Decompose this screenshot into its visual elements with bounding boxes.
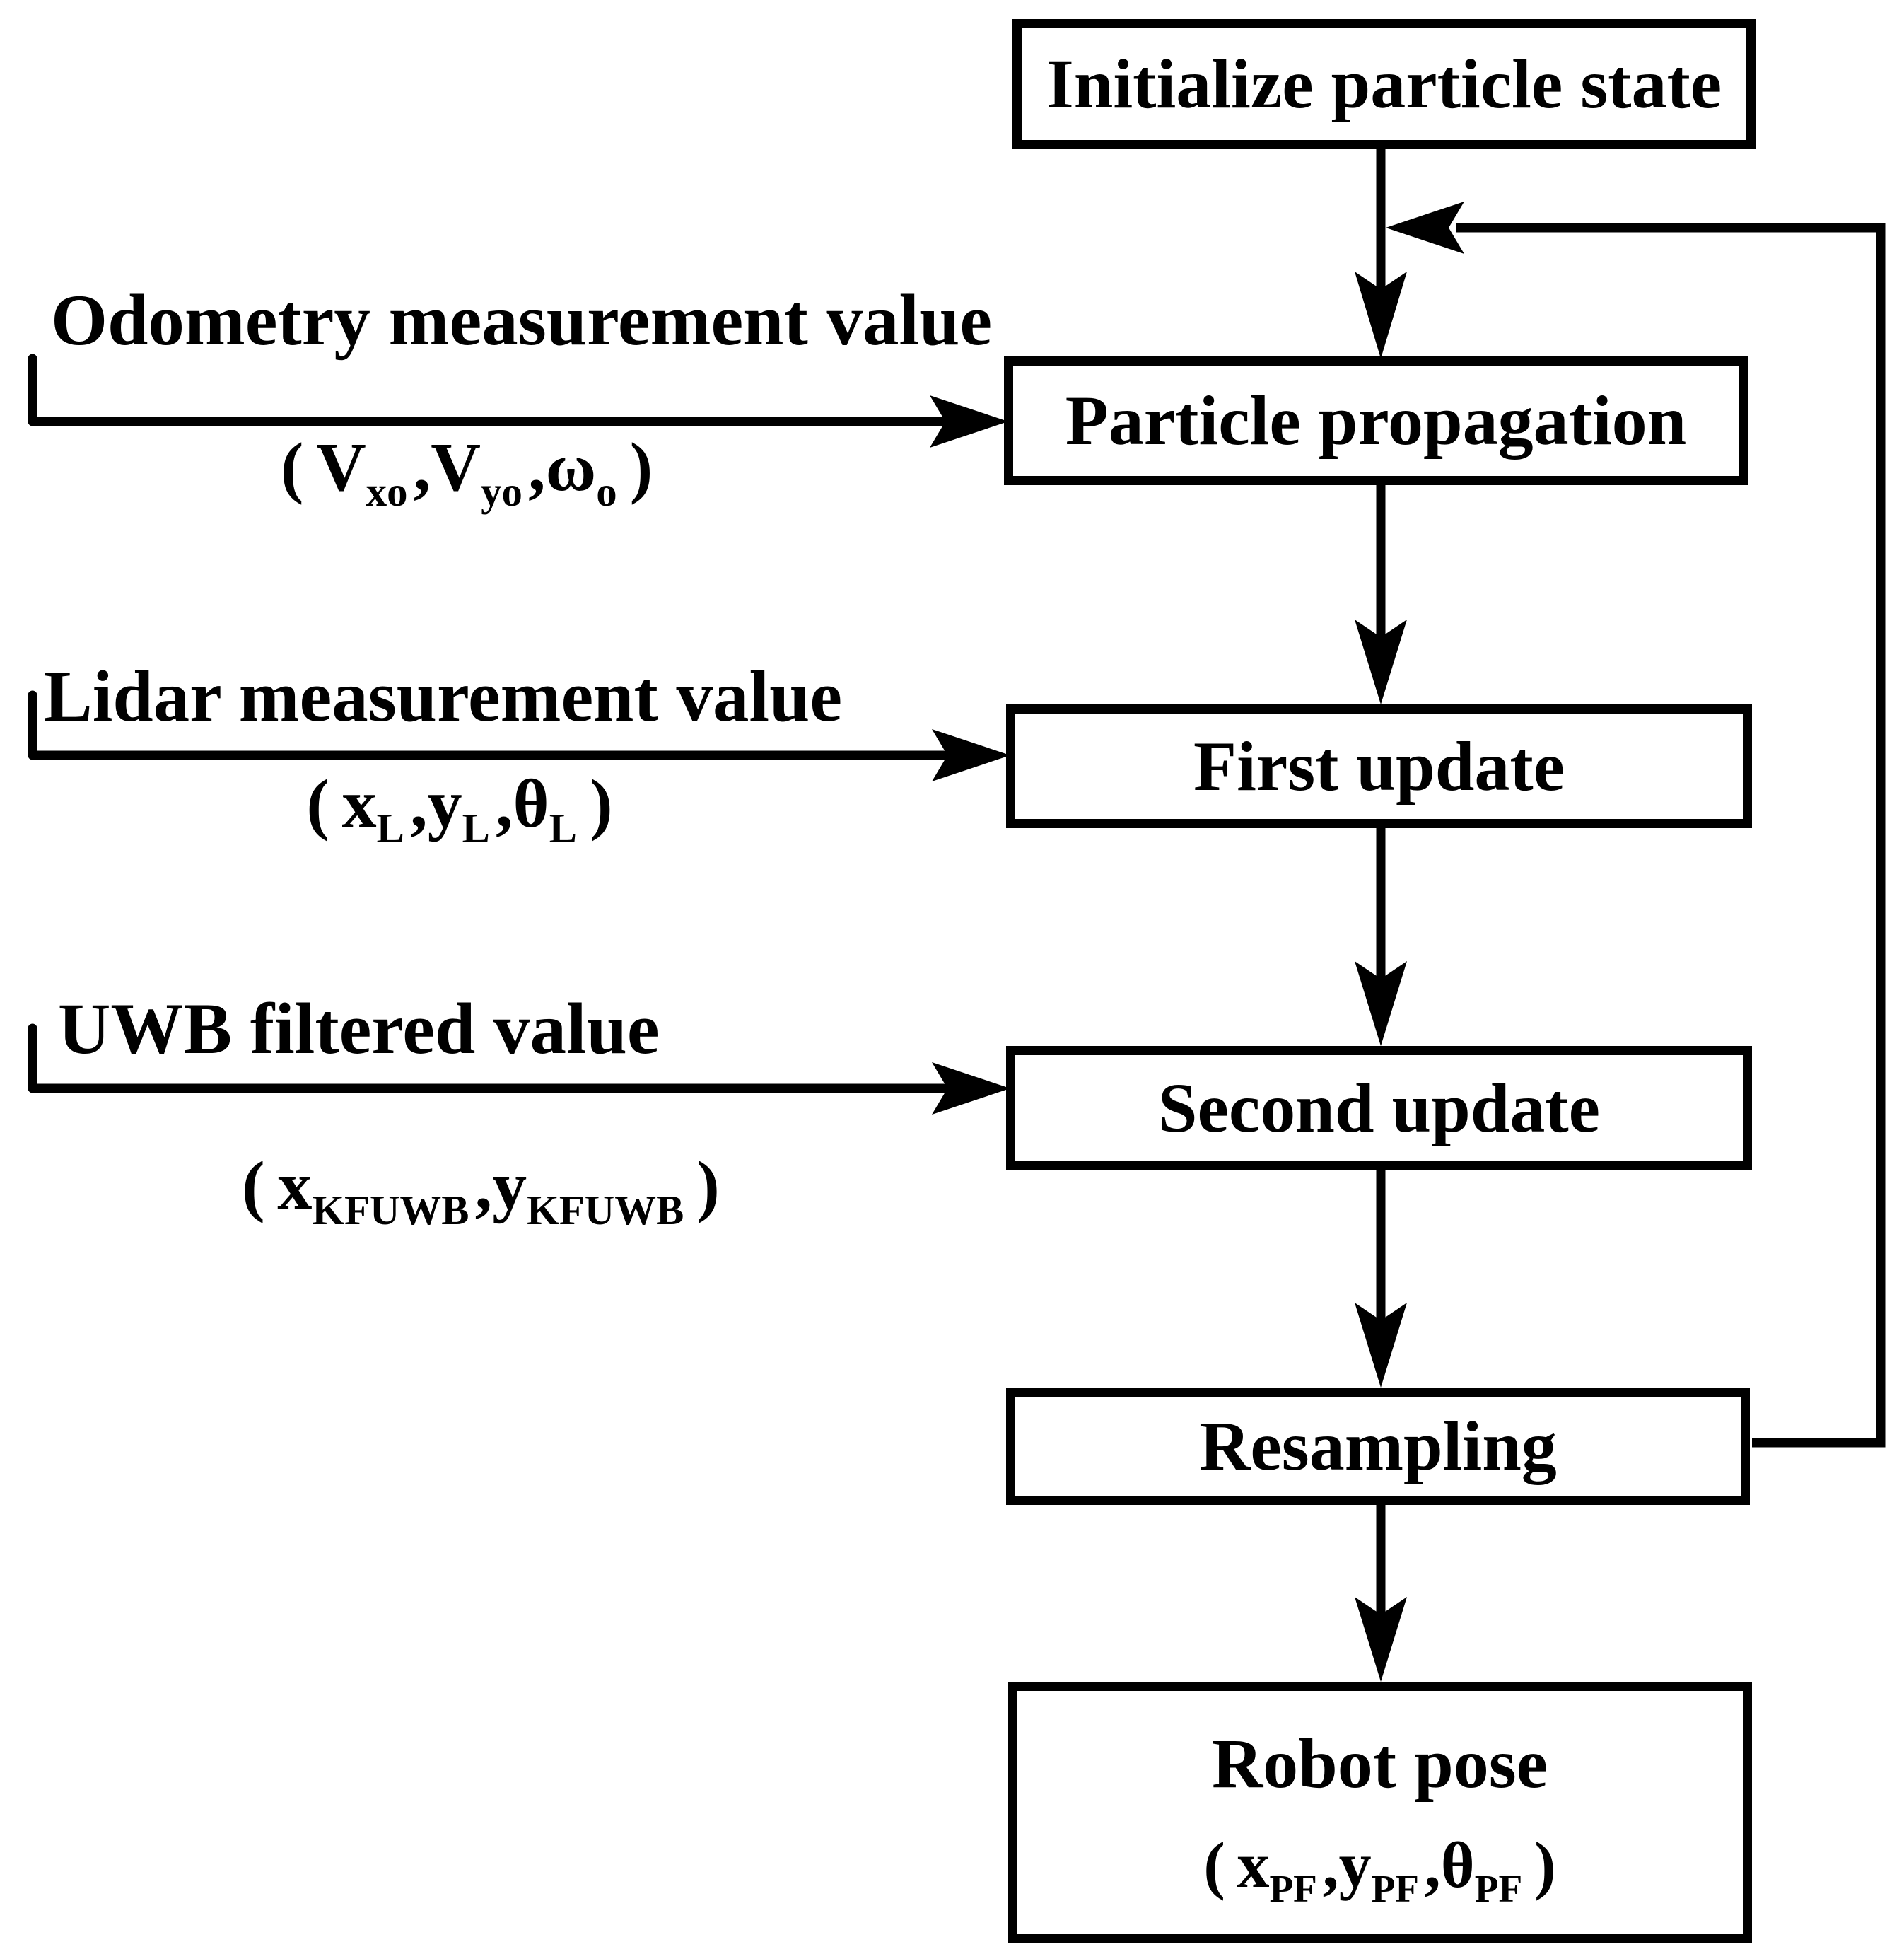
formula-segment: x: [277, 1148, 313, 1224]
box-robot-pose: Robot pose (xPF,yPF,θPF): [1008, 1682, 1752, 1943]
formula-segment: ,: [410, 766, 428, 842]
formula-segment: x: [341, 766, 377, 842]
box-first-update: First update: [1006, 704, 1752, 828]
formula-segment: ,: [496, 766, 513, 842]
connector-initialize-to-propagation: [1355, 145, 1407, 359]
connector-second-update-to-resampling: [1355, 1165, 1407, 1388]
formula-segment: (: [280, 429, 304, 506]
formula-segment: ,: [474, 1148, 493, 1224]
input-formula-odometry: (Vxo,Vyo,ωo): [170, 433, 764, 513]
input-arrow-odometry: [28, 354, 1008, 448]
box-label: Particle propagation: [1065, 381, 1687, 460]
feedback-line: [1456, 223, 1886, 1448]
formula-segment: y: [427, 766, 462, 842]
box-particle-propagation: Particle propagation: [1004, 356, 1748, 485]
formula-segment: V: [431, 429, 481, 506]
arrow-down-icon: [1355, 1597, 1407, 1682]
formula-segment: (: [1203, 1829, 1225, 1901]
input-line: [28, 354, 947, 426]
input-label-uwb: UWB filtered value: [58, 989, 660, 1069]
arrow-right-icon: [932, 1062, 1010, 1115]
box-label: First update: [1193, 726, 1565, 806]
formula-segment: x: [1237, 1829, 1270, 1901]
formula-segment: θ: [1440, 1829, 1475, 1901]
formula-segment: θ: [513, 766, 549, 842]
formula-segment: ): [696, 1148, 720, 1224]
box-label: Robot pose: [1211, 1724, 1548, 1803]
formula-subscript: o: [596, 469, 617, 516]
connector-first-update-to-second-update: [1355, 824, 1407, 1046]
arrow-right-icon: [930, 395, 1008, 448]
formula-subscript: KFUWB: [312, 1187, 469, 1234]
formula-subscript: L: [549, 806, 577, 852]
input-label-lidar: Lidar measurement value: [44, 656, 843, 737]
arrow-right-icon: [932, 729, 1010, 781]
input-formula-uwb: (xKFUWB,yKFUWB): [180, 1151, 781, 1232]
feedback-loop-resampling-to-propagation: [1386, 202, 1886, 1448]
formula-segment: V: [315, 429, 366, 506]
formula-segment: y: [1338, 1829, 1372, 1901]
formula-subscript: PF: [1371, 1866, 1420, 1910]
formula-segment: ,: [1322, 1829, 1339, 1901]
formula-subscript: L: [376, 806, 404, 852]
formula-subscript: KFUWB: [527, 1187, 684, 1234]
arrow-down-icon: [1355, 272, 1407, 359]
box-initialize-particle-state: Initialize particle state: [1012, 19, 1756, 149]
arrow-down-icon: [1355, 1303, 1407, 1388]
robot-pose-formula: (xPF,yPF,θPF): [1203, 1832, 1555, 1908]
connector-propagation-to-first-update: [1355, 481, 1407, 704]
box-label: Initialize particle state: [1046, 45, 1722, 123]
formula-subscript: PF: [1474, 1866, 1523, 1910]
formula-segment: ): [629, 429, 653, 506]
formula-segment: (: [306, 766, 330, 842]
input-arrow-uwb: [28, 1023, 1010, 1115]
formula-segment: ): [1534, 1829, 1556, 1901]
input-line: [28, 1023, 950, 1093]
box-label: Second update: [1157, 1068, 1601, 1147]
formula-segment: ,: [528, 429, 546, 506]
input-label-odometry: Odometry measurement value: [51, 280, 993, 361]
box-resampling: Resampling: [1006, 1388, 1750, 1505]
input-line: [28, 690, 950, 760]
formula-segment: ω: [545, 429, 597, 506]
box-second-update: Second update: [1006, 1046, 1752, 1170]
connector-resampling-to-robot-pose: [1355, 1501, 1407, 1682]
box-label: Resampling: [1199, 1407, 1557, 1485]
input-formula-lidar: (xL,yL,θL): [163, 769, 757, 850]
formula-segment: y: [492, 1148, 527, 1224]
input-arrow-lidar: [28, 690, 1010, 781]
arrow-left-icon: [1386, 202, 1464, 254]
formula-subscript: xo: [366, 469, 408, 516]
formula-segment: ,: [413, 429, 431, 506]
formula-subscript: PF: [1269, 1866, 1317, 1910]
arrow-down-icon: [1355, 961, 1407, 1046]
formula-subscript: L: [462, 806, 490, 852]
formula-subscript: yo: [481, 469, 522, 516]
arrow-down-icon: [1355, 620, 1407, 704]
formula-segment: ,: [1424, 1829, 1441, 1901]
formula-segment: ): [589, 766, 613, 842]
formula-segment: (: [242, 1148, 265, 1224]
